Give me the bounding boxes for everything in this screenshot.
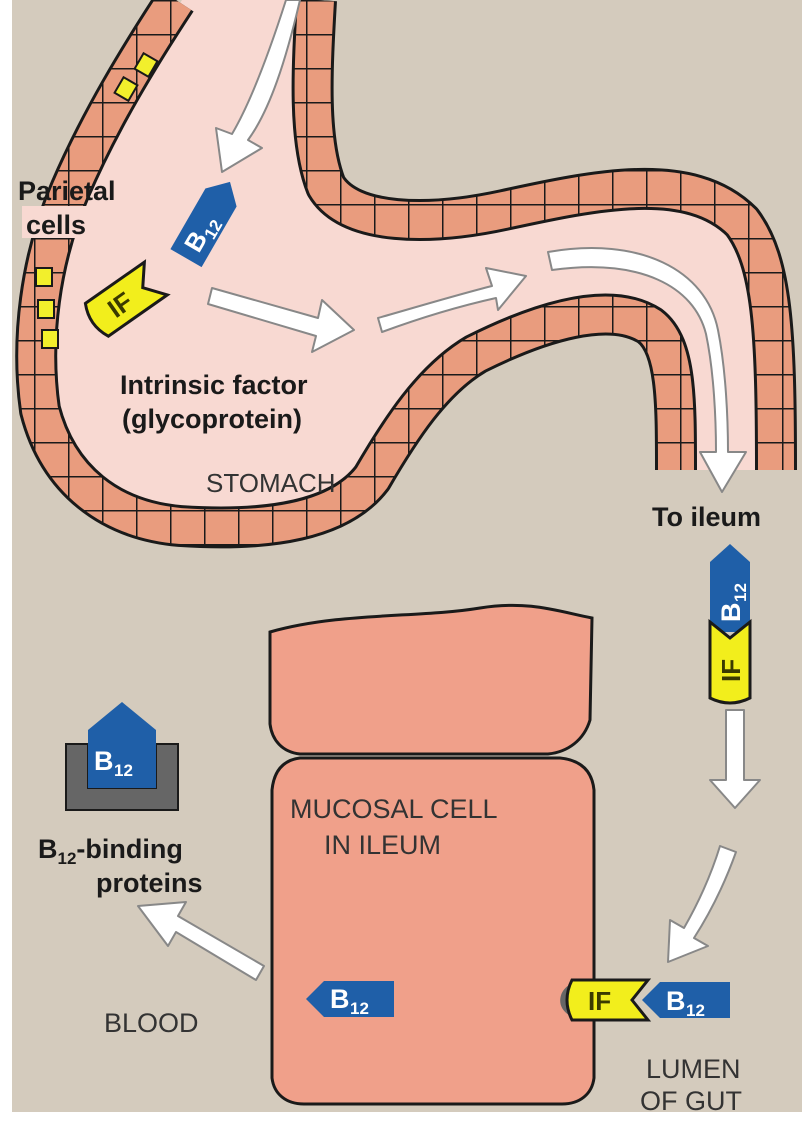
svg-text:B: B (716, 603, 746, 623)
b12-tag-bound-label: B (94, 746, 114, 776)
intrinsic-factor-label-1: Intrinsic factor (120, 370, 308, 400)
parietal-cells-label-2: cells (26, 210, 86, 240)
b12-tag-bound-sub: 12 (114, 761, 133, 780)
mucosal-cell-label-1: MUCOSAL CELL (290, 794, 498, 824)
svg-text:IF: IF (716, 659, 746, 682)
binding-proteins-label-2: proteins (96, 868, 203, 898)
b12-tag-lumen-sub: 12 (686, 1001, 705, 1020)
left-border-line (0, 0, 12, 1122)
intrinsic-factor-label-2: (glycoprotein) (122, 404, 302, 434)
mucosal-cell-upper (270, 605, 592, 754)
to-ileum-label: To ileum (652, 502, 761, 532)
b12-tag-in-cell-label: B (330, 984, 350, 1014)
lumen-label-2: OF GUT (640, 1086, 742, 1116)
svg-text:12: 12 (731, 583, 750, 602)
b12-tag-complex-vertical: B 12 (710, 544, 750, 632)
stomach-label: STOMACH (206, 468, 336, 498)
lumen-label-1: LUMEN (646, 1054, 741, 1084)
b12-tag-lumen-label: B (666, 986, 686, 1016)
parietal-cells-label-1: Parietal (18, 176, 116, 206)
mucosal-cell-label-2: IN ILEUM (324, 830, 441, 860)
blood-label: BLOOD (104, 1008, 199, 1038)
svg-text:IF: IF (588, 986, 611, 1016)
b12-tag-in-cell-sub: 12 (350, 999, 369, 1018)
